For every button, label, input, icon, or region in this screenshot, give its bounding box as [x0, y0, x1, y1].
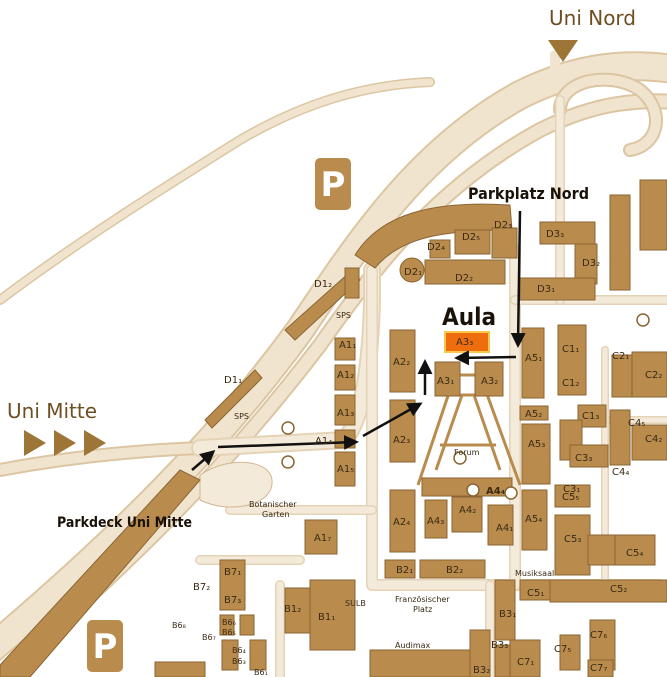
- building-label: B7₂: [193, 582, 210, 593]
- sulb-label: SULB: [345, 599, 366, 608]
- building-label: C5₅: [562, 492, 579, 503]
- building-label: B6₄: [232, 646, 246, 655]
- garten-label: Garten: [262, 510, 290, 519]
- building-label: C4₄: [612, 467, 629, 478]
- building-label: A2₃: [393, 435, 410, 446]
- parkdeck-uni-mitte-label: Parkdeck Uni Mitte: [57, 515, 192, 531]
- building-label: C5₁: [527, 588, 544, 599]
- triangle-marker-icon: [24, 430, 106, 456]
- garden-area: [199, 461, 273, 508]
- building-label: B6₅: [222, 628, 236, 637]
- building-label: C5₂: [610, 584, 627, 595]
- hotel-icon: [281, 313, 650, 500]
- building-label: C1₃: [582, 411, 599, 422]
- building-label: A4₄: [486, 486, 505, 497]
- building-label: D3₁: [537, 284, 555, 295]
- building-label: B6₈: [172, 621, 186, 630]
- building-label: A2₂: [393, 357, 410, 368]
- sps-label-2: SPS: [234, 412, 249, 421]
- parking-symbol-south: P: [93, 627, 118, 667]
- parking-icon: [315, 158, 351, 210]
- building-label: A1₅: [337, 464, 354, 475]
- parking-icon: [87, 620, 123, 672]
- building-label: C1₁: [562, 344, 579, 355]
- building-label: B1₂: [284, 604, 301, 615]
- uni-mitte-label: Uni Mitte: [7, 399, 97, 423]
- route-arrows: [191, 210, 526, 471]
- building-label: C7₅: [554, 644, 571, 655]
- botanischer-label: Botanischer: [249, 500, 297, 509]
- building-label: A2₄: [393, 517, 410, 528]
- building-label: B6₃: [232, 657, 246, 666]
- building-label: B3₂: [473, 665, 490, 676]
- buildings: [0, 179, 667, 677]
- aula-label: Aula: [442, 303, 496, 331]
- building-label: A5₃: [528, 439, 545, 450]
- building-label: C2₁: [612, 351, 629, 362]
- building-label: C2₂: [645, 370, 662, 381]
- building-label: C3₁: [563, 484, 580, 495]
- building-label: A4₁: [496, 523, 513, 534]
- building-label: C7₁: [517, 657, 534, 668]
- uni-nord-label: Uni Nord: [549, 6, 636, 30]
- building-label: D2₁: [404, 267, 422, 278]
- parking-symbol-north: P: [321, 165, 346, 205]
- forum-a-shape: [416, 373, 522, 486]
- building-label: B6₇: [202, 633, 216, 642]
- building-label: B1₁: [318, 612, 335, 623]
- building-label: A1₂: [337, 370, 354, 381]
- building-label: B6₆: [222, 618, 236, 627]
- building-label: A4₂: [459, 505, 476, 516]
- building-label: A1₃: [337, 408, 354, 419]
- building-label: D2₃: [494, 220, 512, 231]
- musiksaal-label: Musiksaal: [515, 569, 554, 578]
- building-label: D1₁: [224, 375, 242, 386]
- franz-platz-label-2: Platz: [413, 605, 432, 614]
- building-label: A1₁: [339, 340, 356, 351]
- building-label: B3₁: [499, 609, 516, 620]
- building-label: A1₄: [315, 436, 332, 447]
- building-label: C4₅: [628, 418, 645, 429]
- building-label: A4₃: [427, 516, 444, 527]
- building-label: B3₃: [491, 640, 508, 651]
- building-label: D3₃: [546, 229, 564, 240]
- building-label: C4₂: [645, 434, 662, 445]
- parkplatz-nord-label: Parkplatz Nord: [468, 184, 589, 203]
- building-label: C5₃: [564, 534, 581, 545]
- building-label: A3₂: [481, 376, 498, 387]
- building-label: D3₂: [582, 258, 600, 269]
- building-label: D1₂: [314, 279, 332, 290]
- building-label: A3₁: [437, 376, 454, 387]
- building-label: A1₇: [314, 533, 331, 544]
- building-label: D2₂: [455, 273, 473, 284]
- building-label: B2₂: [446, 565, 463, 576]
- building-label: B6₁: [254, 668, 268, 677]
- building-label: B2₁: [396, 565, 413, 576]
- building-label: C3₃: [575, 453, 592, 464]
- building-label: B7₁: [224, 567, 241, 578]
- building-label: C7₆: [590, 630, 607, 641]
- audimax-label: Audimax: [395, 641, 431, 650]
- building-label: D2₄: [427, 242, 445, 253]
- building-label: B7₃: [224, 595, 241, 606]
- building-label: C7₇: [590, 663, 607, 674]
- building-label: A5₄: [525, 514, 542, 525]
- franz-platz-label-1: Französischer: [395, 595, 450, 604]
- aula-building-label: A3₃: [456, 337, 473, 348]
- forum-label: Forum: [454, 448, 480, 457]
- building-label: D2₅: [462, 232, 480, 243]
- building-label: C5₄: [626, 548, 643, 559]
- building-label: A5₂: [525, 409, 542, 420]
- sps-label-1: SPS: [336, 311, 351, 320]
- building-label: A5₁: [525, 353, 542, 364]
- building-label: C1₂: [562, 378, 579, 389]
- triangle-marker-icon: [548, 40, 578, 62]
